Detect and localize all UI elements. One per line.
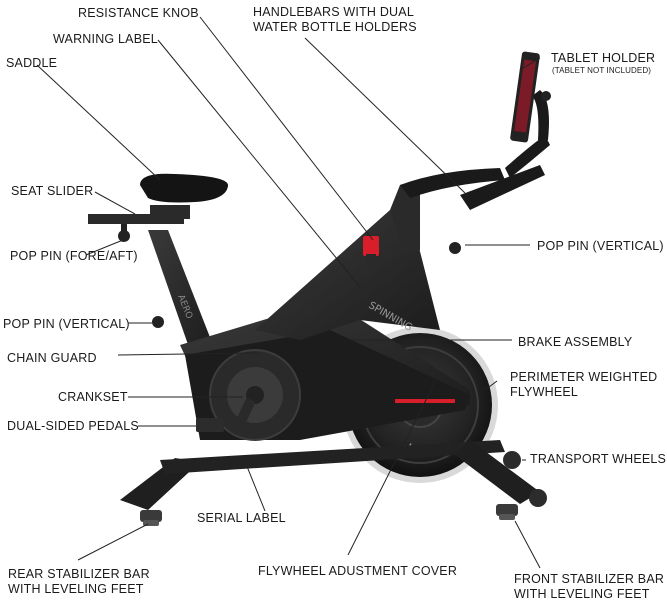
label-pop-pin-fore-aft: POP PIN (FORE/AFT) — [10, 249, 138, 263]
label-handlebars-line2: WATER BOTTLE HOLDERS — [253, 20, 417, 34]
leader-lines — [36, 16, 541, 569]
seat-post — [148, 230, 215, 356]
label-rear-bar-line2: WITH LEVELING FEET — [8, 582, 144, 596]
label-seat-slider: SEAT SLIDER — [11, 184, 94, 198]
pop-pin-vertical-front — [449, 242, 461, 254]
label-saddle: SADDLE — [6, 56, 58, 70]
label-front-bar-line2: WITH LEVELING FEET — [514, 587, 650, 601]
label-serial-label: SERIAL LABEL — [197, 511, 286, 525]
front-stabilizer — [455, 440, 547, 520]
label-warning-label: WARNING LABEL — [53, 32, 158, 46]
label-front-bar-line1: FRONT STABILIZER BAR — [514, 572, 665, 586]
saddle-assembly — [88, 173, 229, 328]
label-dual-pedals: DUAL-SIDED PEDALS — [7, 419, 139, 433]
handlebar-stem — [390, 180, 420, 255]
label-brake-assembly: BRAKE ASSEMBLY — [518, 335, 633, 349]
label-rear-bar-line1: REAR STABILIZER BAR — [8, 567, 150, 581]
label-resistance-knob: RESISTANCE KNOB — [78, 6, 199, 20]
label-perimeter-line1: PERIMETER WEIGHTED — [510, 370, 658, 384]
top-frame — [255, 210, 440, 340]
label-chain-guard: CHAIN GUARD — [7, 351, 97, 365]
crankset — [196, 349, 301, 441]
label-crankset: CRANKSET — [58, 390, 128, 404]
label-transport-wheels: TRANSPORT WHEELS — [530, 452, 667, 466]
label-pop-pin-vertical-left: POP PIN (VERTICAL) — [3, 317, 130, 331]
label-pop-pin-vertical-right: POP PIN (VERTICAL) — [537, 239, 664, 253]
resistance-knob — [363, 236, 379, 266]
label-tablet-holder: TABLET HOLDER — [551, 51, 656, 65]
label-perimeter-line2: FLYWHEEL — [510, 385, 579, 399]
tablet-holder — [510, 51, 551, 143]
handlebars — [400, 135, 550, 210]
label-handlebars-line1: HANDLEBARS WITH DUAL — [253, 5, 414, 19]
label-flywheel-cover: FLYWHEEL ADUSTMENT COVER — [258, 564, 458, 578]
label-tablet-note: (TABLET NOT INCLUDED) — [552, 66, 652, 75]
